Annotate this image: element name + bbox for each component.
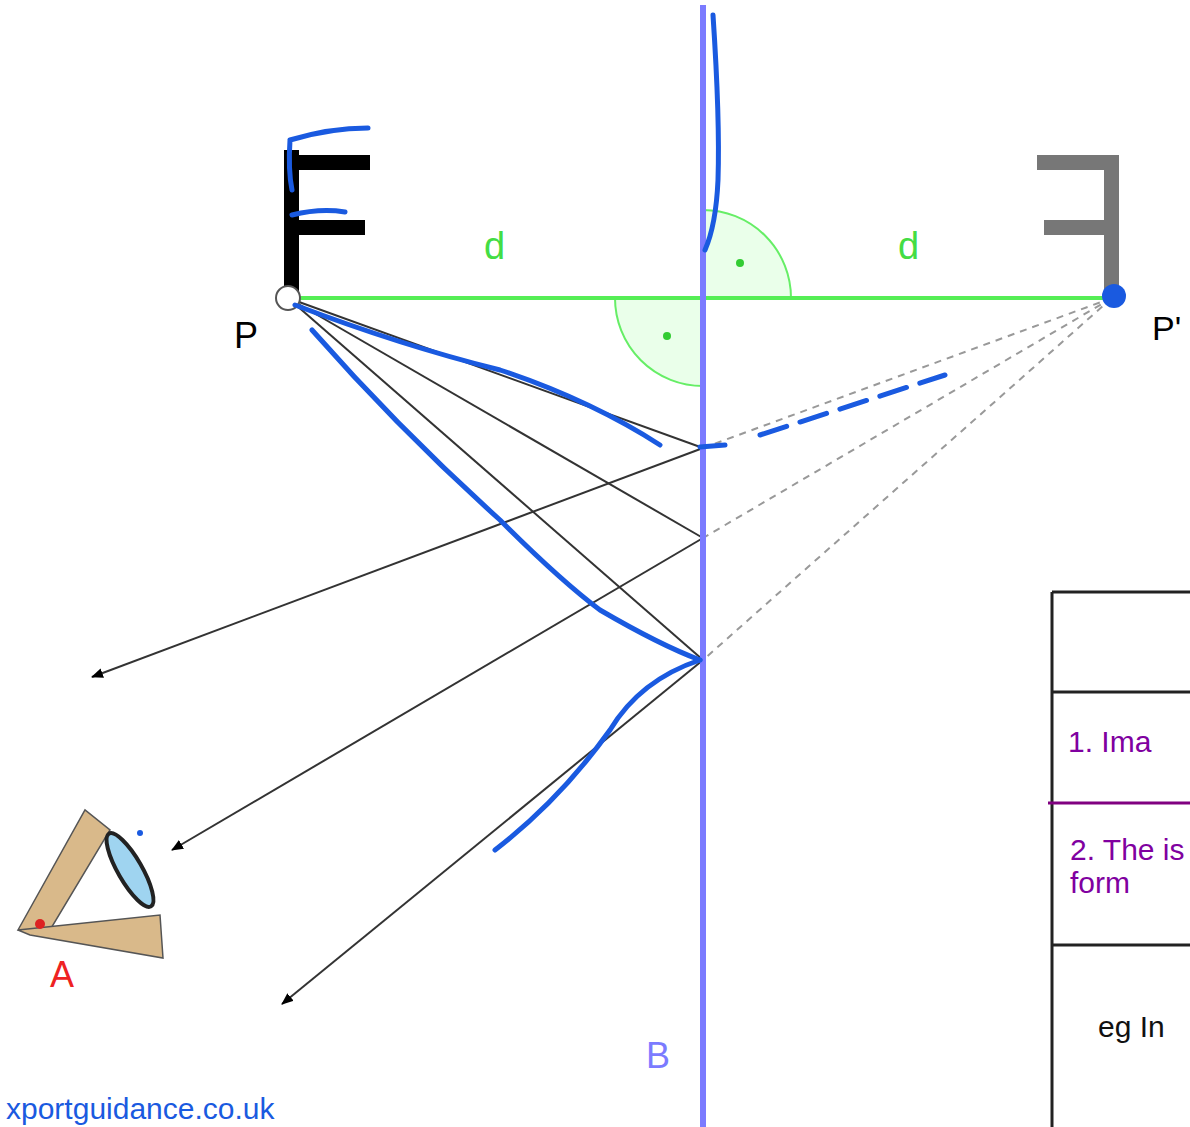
distance-label: d <box>484 226 505 268</box>
object-point-label: P <box>234 316 258 356</box>
image-point-label: P' <box>1152 310 1181 347</box>
watermark: xportguidance.co.uk <box>6 1092 275 1125</box>
table-cell: 2. The is form <box>1070 833 1185 899</box>
table-cell: eg In <box>1098 1010 1165 1043</box>
table-cell: 1. Ima <box>1068 725 1151 758</box>
mirror-label: B <box>646 1036 670 1076</box>
eye-label: A <box>50 955 74 995</box>
distance-label: d <box>898 226 919 268</box>
